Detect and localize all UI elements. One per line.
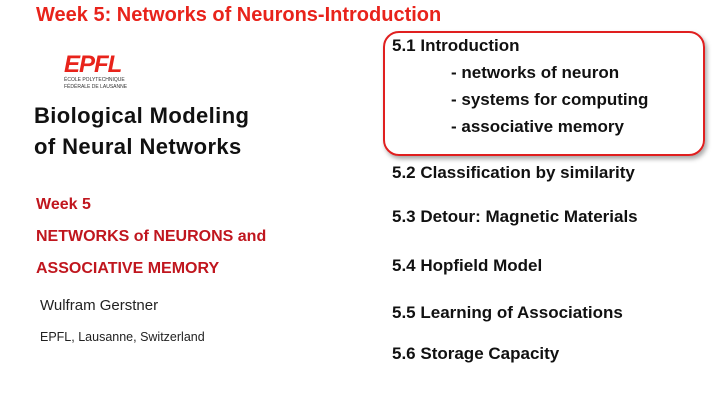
author-affiliation: EPFL, Lausanne, Switzerland: [40, 330, 205, 344]
logo-line2: FÉDÉRALE DE LAUSANNE: [64, 83, 128, 90]
toc-intro-sub-3: - associative memory: [451, 117, 624, 136]
toc-item-5-6: 5.6 Storage Capacity: [392, 344, 560, 363]
toc-item-5-3: 5.3 Detour: Magnetic Materials: [392, 207, 638, 226]
course-title-line-2: of Neural Networks: [34, 134, 242, 159]
toc-item-5-4: 5.4 Hopfield Model: [392, 256, 543, 275]
current-section-highlight: [383, 31, 705, 156]
logo-line1: ÉCOLE POLYTECHNIQUE: [64, 76, 125, 83]
week-topic-line-1: NETWORKS of NEURONS and: [36, 228, 267, 245]
slide-title: Week 5: Networks of Neurons-Introduction: [36, 4, 442, 26]
logo-wordmark: EPFL: [64, 51, 122, 78]
week-topic-line-2: ASSOCIATIVE MEMORY: [36, 260, 220, 277]
course-title-line-1: Biological Modeling: [34, 103, 250, 128]
toc-intro-sub-2: - systems for computing: [451, 90, 649, 109]
author-name: Wulfram Gerstner: [40, 297, 159, 314]
week-block: Week 5 NETWORKS of NEURONS and ASSOCIATI…: [36, 195, 266, 291]
epfl-logo: EPFL ÉCOLE POLYTECHNIQUE FÉDÉRALE DE LAU…: [64, 51, 128, 90]
toc-intro-sub-1: - networks of neuron: [451, 63, 620, 82]
course-title: Biological Modeling of Neural Networks: [34, 100, 249, 162]
toc-intro: 5.1 Introduction: [392, 36, 520, 55]
toc-item-5-2: 5.2 Classification by similarity: [392, 163, 635, 182]
week-label: Week 5: [36, 196, 91, 213]
toc-item-5-5: 5.5 Learning of Associations: [392, 303, 623, 322]
